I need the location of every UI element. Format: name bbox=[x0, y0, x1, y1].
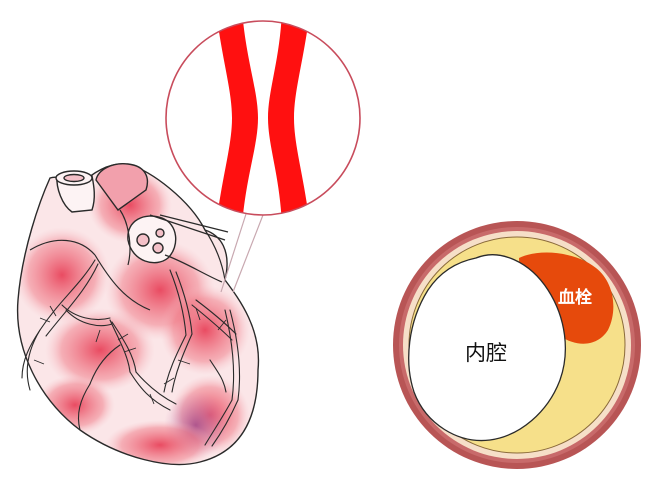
artery-cross-section: 内腔 血栓 bbox=[393, 221, 641, 469]
callout-line-right bbox=[233, 215, 263, 292]
lumen-label: 内腔 bbox=[465, 341, 507, 365]
heart-shading bbox=[14, 164, 258, 470]
magnifier-circle-bg bbox=[166, 21, 360, 215]
thrombus-label: 血栓 bbox=[558, 287, 592, 308]
heart-illustration bbox=[14, 164, 258, 470]
